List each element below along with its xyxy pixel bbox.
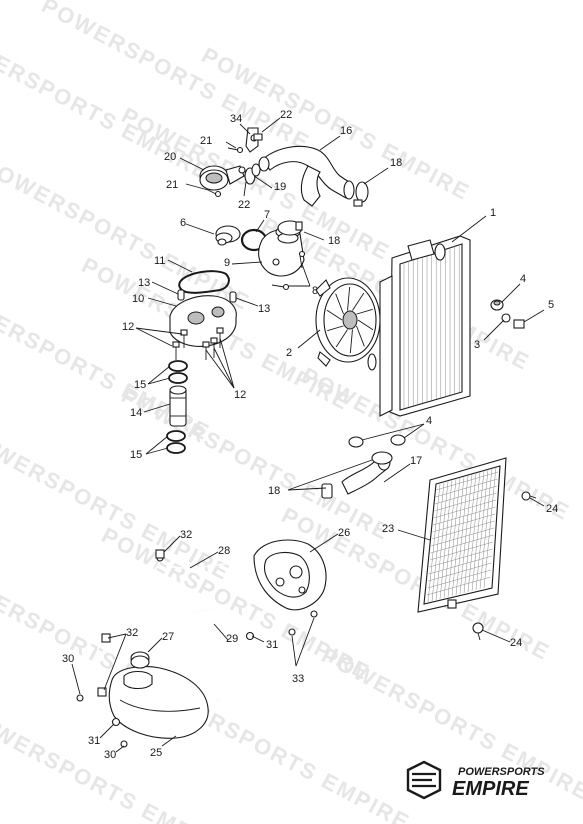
callout-4-upper: 4 [520,273,526,285]
callout-32-lower: 32 [126,627,138,639]
screw-30-left [76,694,84,702]
bolt-5 [513,319,525,329]
callout-19: 19 [274,181,286,193]
callout-labels: 1 2 3 4 4 5 6 7 8 9 10 11 12 12 13 13 14… [62,109,558,761]
clamp-18-mid [277,220,303,236]
logo-top-text: POWERSPORTS [458,766,545,778]
callout-33: 33 [292,673,304,685]
callout-6: 6 [180,217,186,229]
callout-15-lower: 15 [130,449,142,461]
filler-cap [130,651,150,669]
callout-18-lower: 18 [268,485,280,497]
leader-lines [71,117,545,753]
radiator-core [403,244,460,408]
callout-22-upper: 22 [280,109,292,121]
cooling-fan [315,277,381,367]
thermostat [215,225,241,246]
nut-31-left [111,717,121,727]
callout-30-left: 30 [62,653,74,665]
hose-clamp-upper [353,181,369,207]
dowel-13-left [177,289,185,301]
grommet-4-upper [490,299,504,311]
callout-23: 23 [382,523,394,535]
callout-25: 25 [150,747,162,759]
clamp-19 [244,163,261,185]
callout-14: 14 [130,407,142,419]
callout-24-upper: 24 [546,503,558,515]
bolt-24-lower [472,622,484,641]
callout-10: 10 [132,293,144,305]
clamp-18-lower-a [371,451,393,465]
callout-34: 34 [230,113,242,125]
grommets-4-lower [348,434,406,448]
callout-27: 27 [162,631,174,643]
callout-4-lower: 4 [426,415,432,427]
overflow-hose-28 [69,554,263,737]
o-rings-15-upper [168,360,188,384]
callout-24-lower: 24 [510,637,522,649]
callout-18-mid: 18 [328,235,340,247]
callout-21-upper: 21 [200,135,212,147]
fan-blades [326,286,374,354]
callout-21-lower: 21 [166,179,178,191]
callout-1: 1 [490,207,496,219]
callout-15-upper: 15 [134,379,146,391]
screws-8 [271,250,306,291]
callout-18-upper: 18 [390,157,402,169]
powersports-empire-logo: POWERSPORTS EMPIRE [406,760,545,800]
screws-33 [288,610,318,636]
callout-30-bottom: 30 [104,749,116,761]
expansion-tank [108,665,209,739]
callout-11: 11 [154,255,165,267]
callout-2: 2 [286,347,292,359]
coolant-hose-upper [258,145,355,207]
coolant-cover-26 [253,539,327,611]
screw-21-lower [207,189,222,198]
callout-9: 9 [224,257,230,269]
nut-31-right [245,631,255,641]
bolts-12-right [202,327,224,360]
logo-emblem-icon [406,760,442,800]
callout-8: 8 [312,285,318,297]
watermark-text: POWERSPORTS EMPIRE [318,642,583,805]
guard-mesh [426,467,499,603]
screw-21-upper [227,146,244,154]
screw-30-bottom [120,740,128,748]
callout-5: 5 [548,299,554,311]
callout-32-upper: 32 [180,529,192,541]
callout-20: 20 [164,151,176,163]
dowel-13-right [229,291,237,303]
callout-31-left: 31 [88,735,100,747]
callout-12-left: 12 [122,321,134,333]
callout-31-right: 31 [266,639,278,651]
water-pump-cover [169,295,237,347]
connecting-pipe-14 [169,385,187,427]
bracket-34 [245,127,263,153]
logo-main-text: EMPIRE [452,778,529,800]
callout-16: 16 [340,125,352,137]
callout-28: 28 [218,545,230,557]
bolts-12-left [172,329,188,360]
breather-hose-29 [189,607,220,701]
thermostat-housing [199,165,246,191]
callout-7: 7 [264,209,270,221]
radiator-guard [417,457,507,613]
callout-12-right: 12 [234,389,246,401]
callout-13-right: 13 [258,303,270,315]
clip-32-upper [155,549,165,559]
callout-17: 17 [410,455,422,467]
bolt-24-upper [521,491,537,501]
clamp-18-lower-b [321,483,333,499]
callout-13-left: 13 [138,277,150,289]
callout-22-lower: 22 [238,199,250,211]
callout-3: 3 [474,339,480,351]
callout-26: 26 [338,527,350,539]
callout-29: 29 [226,633,238,645]
